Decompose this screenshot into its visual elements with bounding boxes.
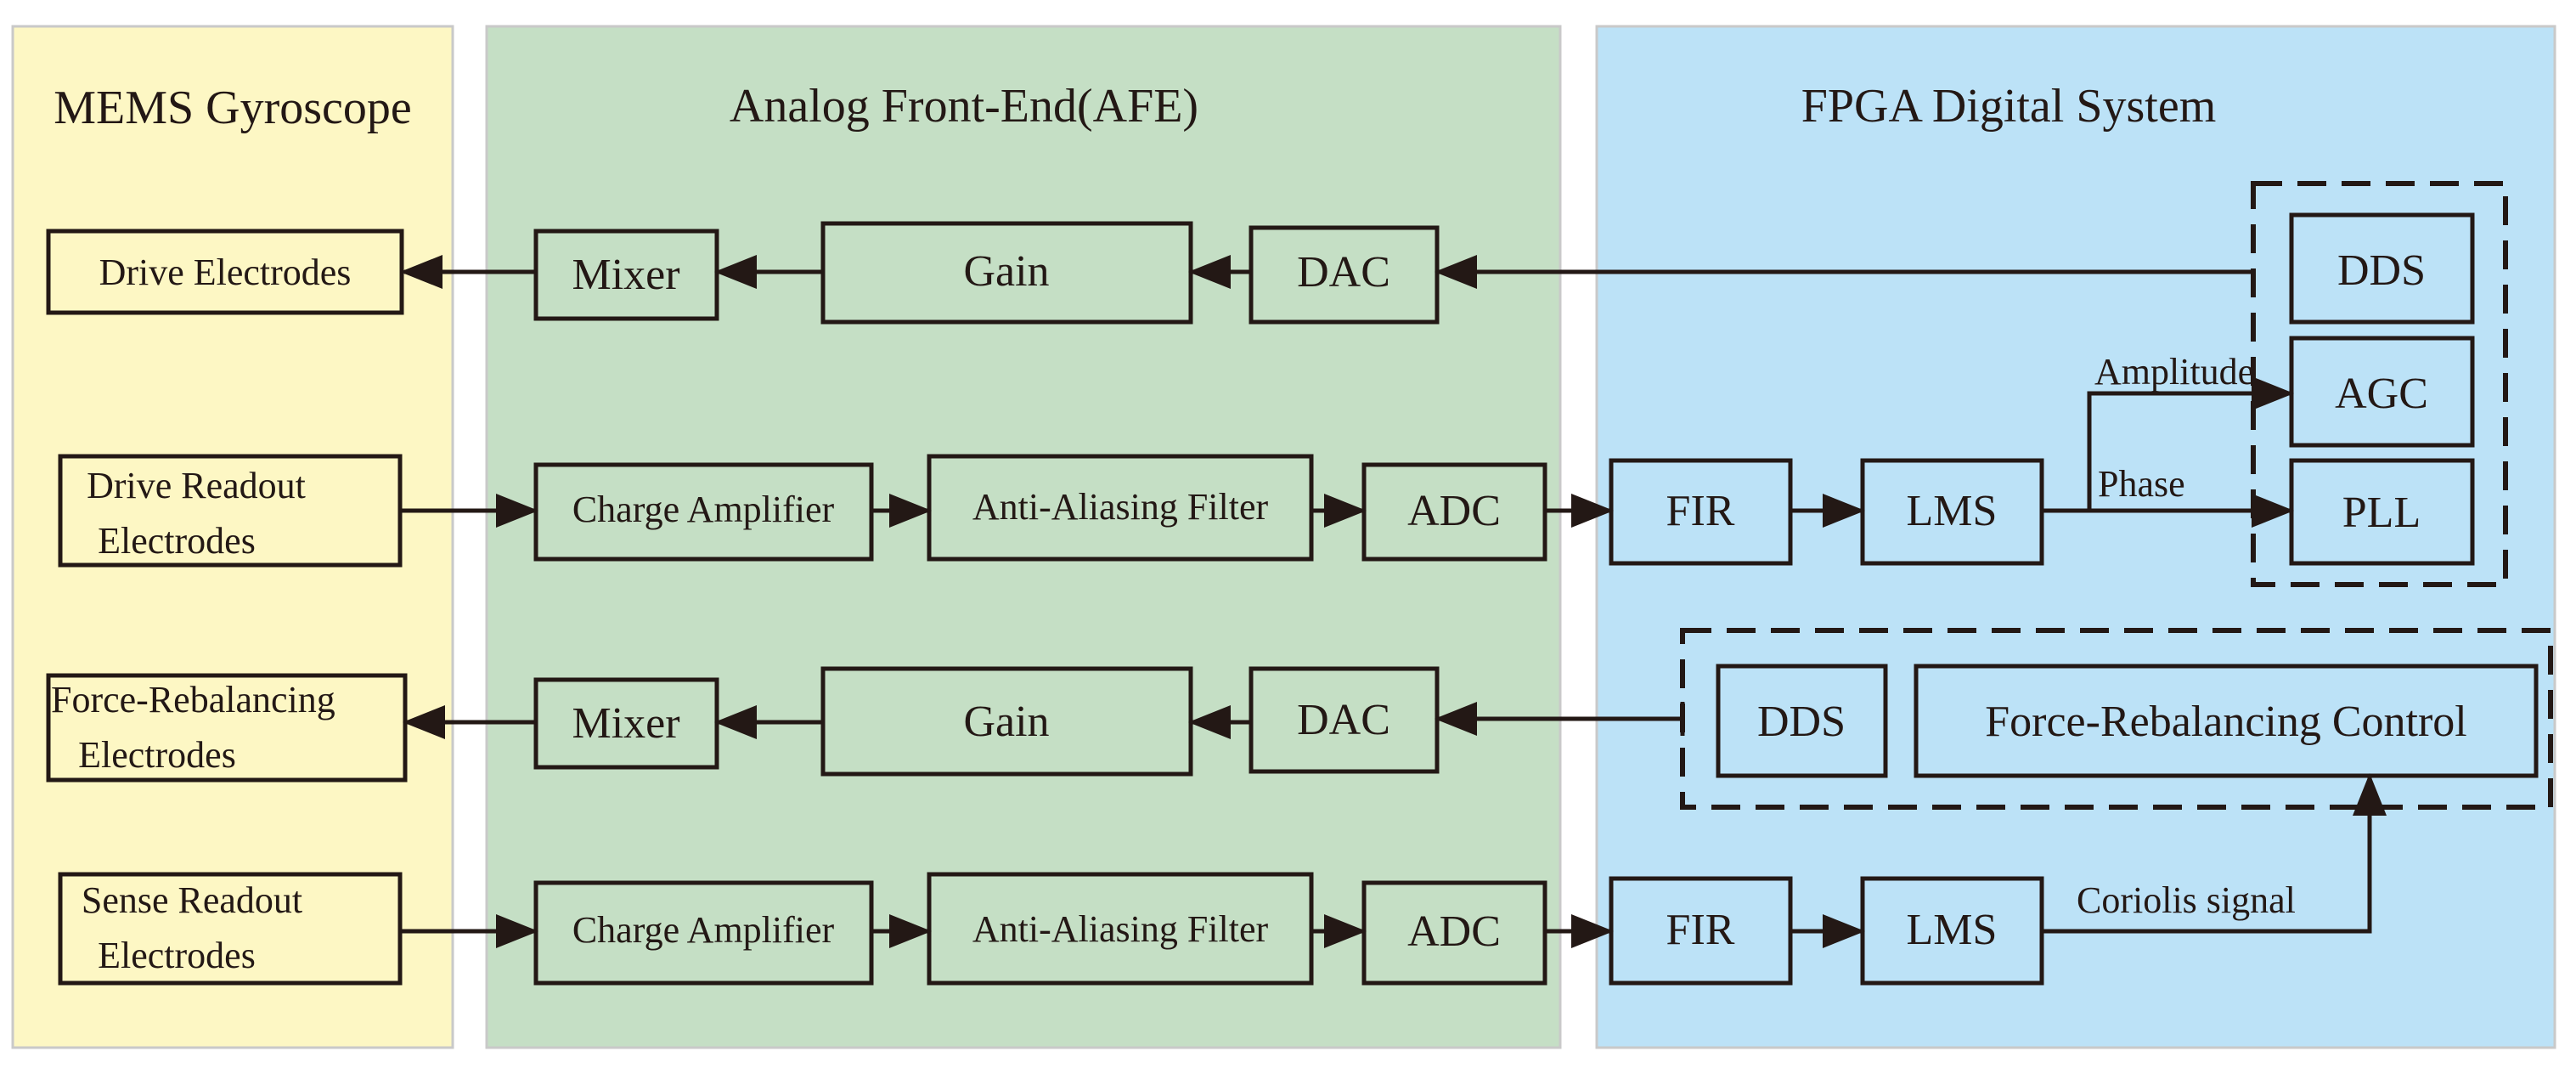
phase-signal-label: Phase [2098,463,2185,505]
row2-lms-label: LMS [1907,487,1998,535]
drive-loop-dds-label: DDS [2337,246,2426,295]
drive-readout-label-line1: Drive Readout [87,465,306,506]
drive-electrodes-block: Drive Electrodes [46,229,404,315]
row3-dac-label: DAC [1297,696,1390,744]
mems-panel-title: MEMS Gyroscope [54,82,412,134]
arrow-lms-to-agc [2087,376,2294,511]
row2-adc-label: ADC [1407,487,1501,535]
row2-anti-aliasing-filter-label: Anti-Aliasing Filter [972,486,1269,528]
coriolis-signal-label: Coriolis signal [2077,879,2296,921]
drive-loop-pll-label: PLL [2342,489,2421,537]
sense-readout-label-line2: Electrodes [98,935,256,976]
drive-loop-dds-block: DDS [2289,212,2475,325]
row2-charge-amplifier-label: Charge Amplifier [572,489,835,530]
sense-readout-electrodes-block: Sense Readout Electrodes [58,872,403,986]
afe-panel-title: Analog Front-End(AFE) [730,80,1198,133]
row2-fir-label: FIR [1666,487,1735,535]
row1-gain-label: Gain [963,247,1049,296]
row4-anti-aliasing-filter-label: Anti-Aliasing Filter [972,908,1269,950]
drive-readout-label-line2: Electrodes [98,520,256,562]
row1-mixer-label: Mixer [572,251,679,299]
row4-fir-label: FIR [1666,906,1735,954]
force-rebalancing-control-block: Force-Rebalancing Control [1914,664,2539,778]
row3-dds-label: DDS [1757,698,1846,746]
fpga-panel [1595,25,2556,1049]
row4-lms-label: LMS [1907,906,1998,954]
force-rebalancing-label-line1: Force-Rebalancing [51,679,335,721]
row3-gain-label: Gain [963,698,1049,746]
afe-panel [485,25,1562,1049]
row1-dac-label: DAC [1297,248,1390,297]
row3-dds-block: DDS [1716,664,1888,778]
drive-loop-agc-label: AGC [2335,370,2428,418]
fpga-panel-title: FPGA Digital System [1801,80,2217,133]
arrow-lms-to-force-rebalancing-control [2042,773,2387,934]
force-rebalancing-label-line2: Electrodes [78,734,236,776]
amplitude-signal-label: Amplitude [2094,351,2254,393]
drive-electrodes-label: Drive Electrodes [99,251,352,293]
row4-adc-block: ADC [1361,880,1547,986]
row2-charge-amplifier-block: Charge Amplifier [533,462,874,562]
row3-mixer-label: Mixer [572,699,679,748]
force-rebalancing-control-label: Force-Rebalancing Control [1985,698,2467,746]
row1-mixer-block: Mixer [533,229,719,321]
mems-panel [11,25,454,1049]
row4-charge-amplifier-label: Charge Amplifier [572,909,835,951]
drive-readout-electrodes-block: Drive Readout Electrodes [58,454,403,568]
sense-readout-label-line1: Sense Readout [82,879,302,921]
row4-adc-label: ADC [1407,907,1501,956]
row4-anti-aliasing-filter-block: Anti-Aliasing Filter [927,872,1314,986]
